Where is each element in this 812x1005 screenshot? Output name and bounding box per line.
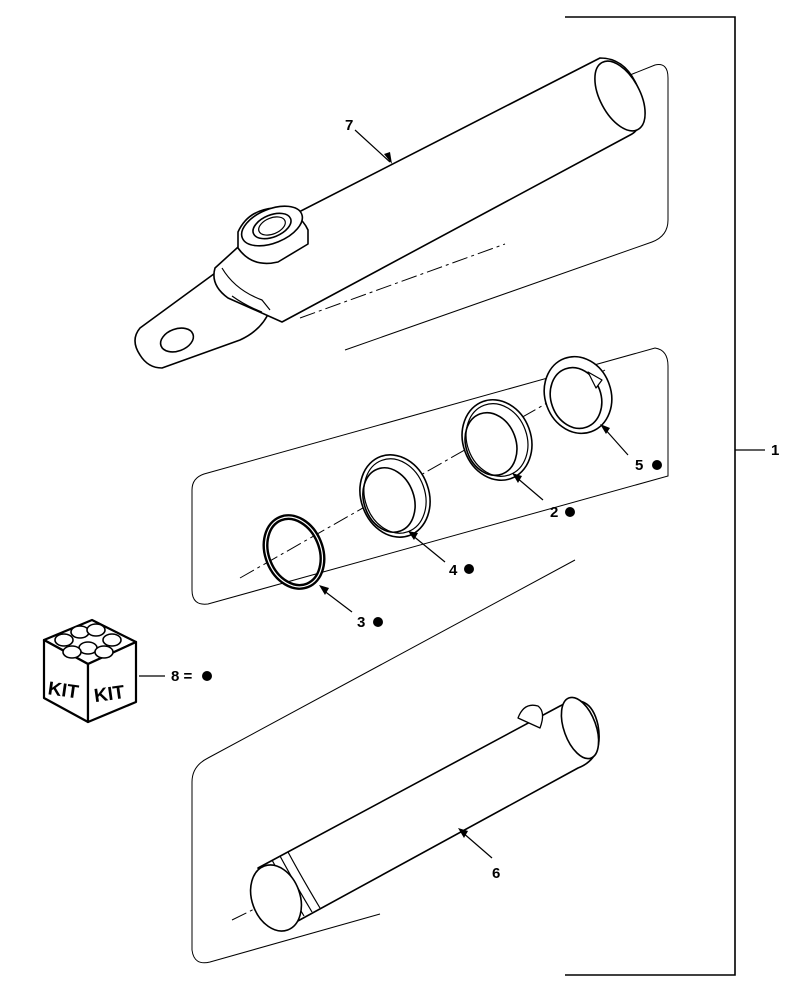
callout-4: 4: [408, 531, 474, 579]
svg-text:2: 2: [550, 504, 558, 521]
svg-text:4: 4: [449, 562, 458, 579]
svg-text:8 =: 8 =: [171, 668, 193, 685]
piston-rod: [191, 559, 600, 964]
snap-ring: [543, 355, 613, 435]
kit-dot-4: [464, 564, 474, 574]
callout-5: 5: [600, 424, 662, 474]
seal-kit-group: [191, 347, 669, 605]
svg-text:7: 7: [345, 117, 353, 134]
kit-dot-5: [652, 460, 662, 470]
kit-label-right: KIT: [93, 682, 127, 707]
callout-8: 8 =: [139, 668, 212, 685]
assembly-bracket: 1: [565, 16, 779, 976]
backup-ring-4: [359, 454, 431, 538]
kit-box-icon: KIT KIT: [42, 618, 138, 724]
svg-text:5: 5: [635, 457, 643, 474]
svg-text:3: 3: [357, 614, 365, 631]
kit-dot-3: [373, 617, 383, 627]
callout-2: 2: [512, 473, 575, 521]
callout-3: 3: [319, 585, 383, 631]
cylinder-barrel: [134, 57, 669, 369]
callout-6: 6: [458, 828, 500, 882]
backup-ring-2: [461, 398, 533, 482]
callout-1: 1: [771, 442, 779, 459]
kit-label-left: KIT: [47, 678, 81, 703]
kit-dot-2: [565, 507, 575, 517]
kit-dot-8: [202, 671, 212, 681]
svg-text:6: 6: [492, 865, 500, 882]
callout-7: 7: [345, 117, 392, 164]
o-ring: [262, 514, 326, 590]
